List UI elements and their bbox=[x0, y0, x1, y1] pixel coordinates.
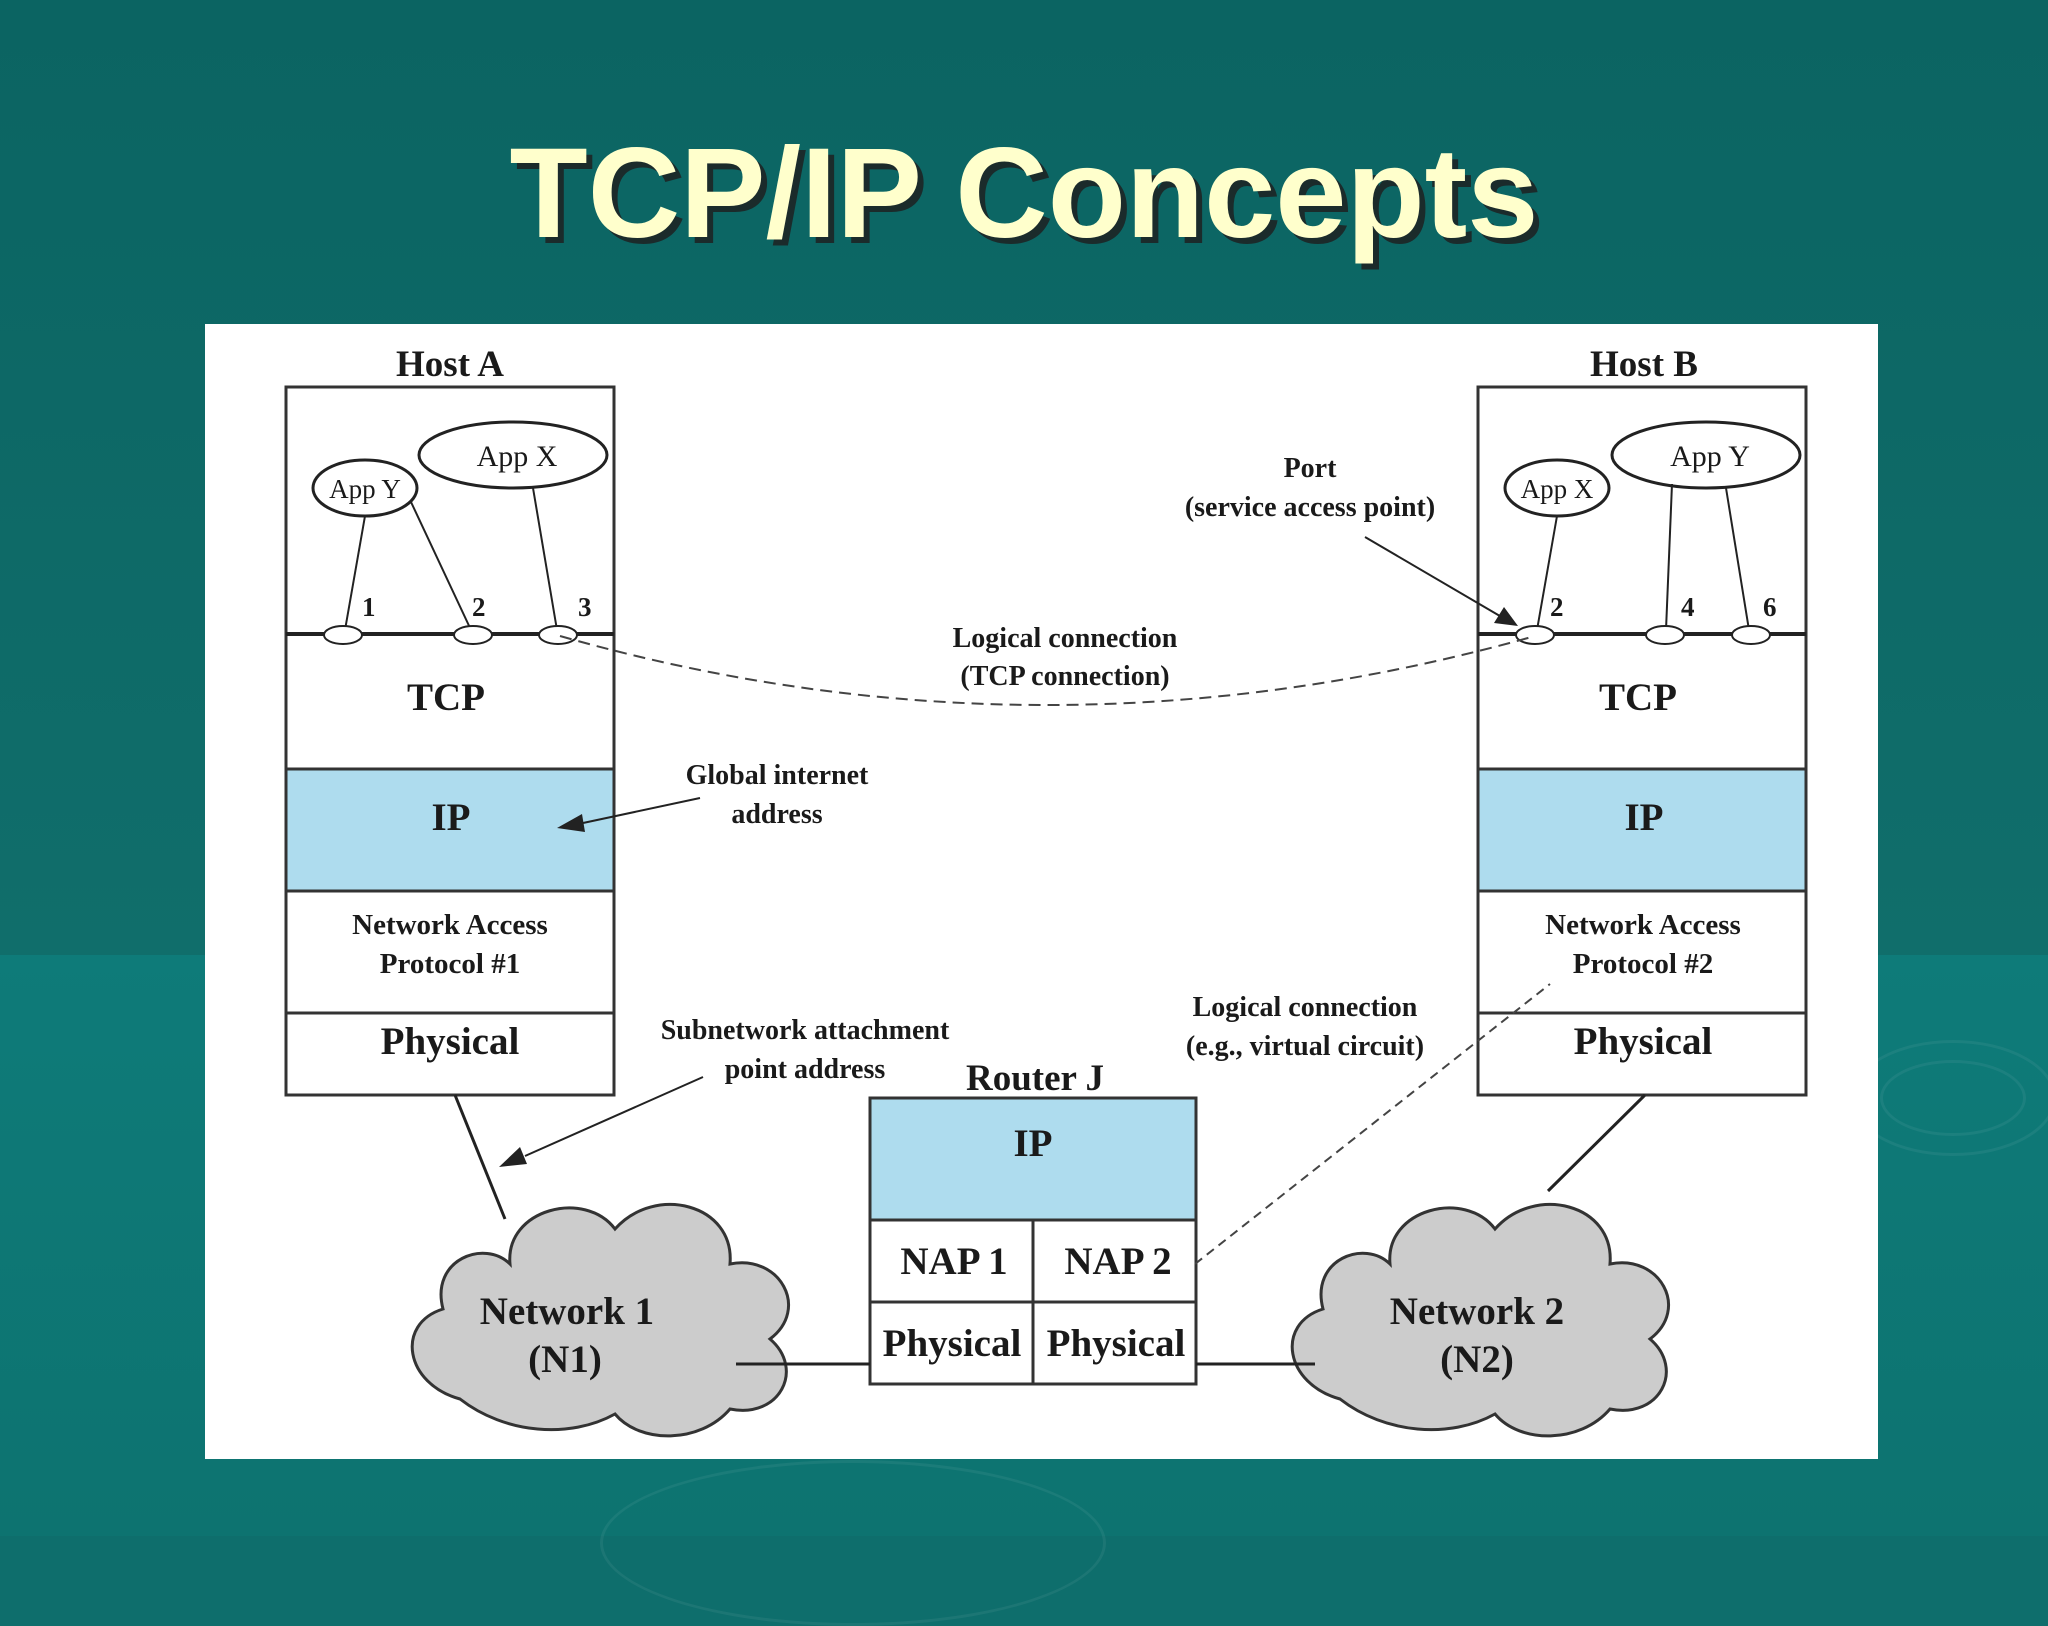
tcp-connection-annotation-line2: (TCP connection) bbox=[960, 661, 1169, 692]
virtual-circuit-annotation-line2: (e.g., virtual circuit) bbox=[1186, 1031, 1424, 1062]
virtual-circuit-dashed-line bbox=[1194, 983, 1551, 1265]
subnet-arrow-line bbox=[524, 1076, 704, 1157]
slide-title: TCP/IP Concepts bbox=[509, 122, 1539, 265]
host-b-ip-layer bbox=[1476, 767, 1808, 893]
host-a-app-y-link-1 bbox=[344, 515, 366, 631]
global-address-arrow-line bbox=[582, 797, 701, 824]
router-nap2-cell bbox=[1031, 1218, 1198, 1304]
network-2-cloud: Network 2 (N2) bbox=[1290, 1203, 1670, 1438]
host-a-app-y-link-2 bbox=[410, 501, 472, 631]
host-a-port-3 bbox=[538, 625, 578, 645]
host-a-port-3-label: 3 bbox=[578, 592, 592, 622]
network-2-line1: Network 2 bbox=[1390, 1290, 1564, 1333]
router-ip-layer bbox=[868, 1096, 1198, 1222]
subnet-arrow-head bbox=[499, 1147, 527, 1167]
host-a-app-x-oval bbox=[417, 420, 609, 490]
host-b-physical-layer bbox=[1476, 1011, 1808, 1097]
host-b-port-2-label: 2 bbox=[1550, 592, 1564, 622]
host-a-app-y-label: App Y bbox=[329, 474, 401, 504]
network-2-line2: (N2) bbox=[1440, 1338, 1514, 1381]
host-a-ip-label: IP bbox=[432, 796, 471, 839]
router-ip-label: IP bbox=[1014, 1122, 1053, 1165]
host-b-port-6 bbox=[1731, 625, 1771, 645]
global-address-arrow-head bbox=[557, 814, 585, 832]
port-arrow-head bbox=[1494, 607, 1518, 626]
router-physical1-cell bbox=[868, 1300, 1035, 1386]
router-nap1-cell bbox=[868, 1218, 1035, 1304]
host-b-port-2 bbox=[1515, 625, 1555, 645]
host-b-port-4 bbox=[1645, 625, 1685, 645]
host-b-app-y-oval bbox=[1610, 420, 1802, 490]
host-a-nap-line1: Network Access bbox=[352, 909, 548, 941]
subnet-annotation-line2: point address bbox=[725, 1054, 886, 1085]
router-j: Router J IP NAP 1 NAP 2 Physical Physica… bbox=[868, 1058, 1198, 1386]
global-address-annotation-line1: Global internet bbox=[686, 760, 869, 791]
host-a-ip-layer bbox=[284, 767, 616, 893]
network-1-cloud: Network 1 (N1) bbox=[410, 1203, 790, 1438]
host-a-port-1 bbox=[323, 625, 363, 645]
router-physical1-label: Physical bbox=[883, 1322, 1022, 1365]
router-physical2-cell bbox=[1031, 1300, 1198, 1386]
virtual-circuit-annotation-line1: Logical connection bbox=[1193, 992, 1418, 1023]
diagram-panel: Host A App Y App X 1 2 3 TCP IP Network … bbox=[205, 324, 1878, 1459]
host-a-physical-layer bbox=[284, 1011, 616, 1097]
host-a-port-1-label: 1 bbox=[362, 592, 376, 622]
host-b-app-x-link bbox=[1536, 515, 1558, 631]
background-ripple bbox=[1850, 1040, 2048, 1156]
host-a-to-network-1-link bbox=[453, 1094, 507, 1220]
tcpip-diagram: Host A App Y App X 1 2 3 TCP IP Network … bbox=[284, 344, 1808, 1438]
host-b-ip-label: IP bbox=[1625, 796, 1664, 839]
network-1-line1: Network 1 bbox=[480, 1290, 654, 1333]
host-b-port-4-label: 4 bbox=[1681, 592, 1695, 622]
subnet-annotation-line1: Subnetwork attachment bbox=[661, 1015, 950, 1046]
host-a-tcp-label: TCP bbox=[407, 676, 485, 719]
network-2-shape bbox=[1290, 1203, 1670, 1438]
router-nap2-label: NAP 2 bbox=[1064, 1240, 1171, 1283]
network-1-shape bbox=[410, 1203, 790, 1438]
router-label: Router J bbox=[966, 1058, 1104, 1099]
global-address-annotation-line2: address bbox=[731, 799, 822, 830]
port-annotation-line1: Port bbox=[1284, 453, 1338, 484]
router-physical2-label: Physical bbox=[1047, 1322, 1186, 1365]
host-a: Host A App Y App X 1 2 3 TCP IP Network … bbox=[284, 344, 616, 1097]
host-a-port-2-label: 2 bbox=[472, 592, 486, 622]
port-annotation-line2: (service access point) bbox=[1185, 492, 1435, 523]
host-b-port-6-label: 6 bbox=[1763, 592, 1777, 622]
host-b-nap-line1: Network Access bbox=[1545, 909, 1741, 941]
host-a-port-2 bbox=[453, 625, 493, 645]
background-ripple bbox=[600, 1460, 1106, 1626]
host-b-label: Host B bbox=[1590, 344, 1698, 385]
host-b-network-access-layer bbox=[1476, 889, 1808, 1015]
host-a-physical-label: Physical bbox=[381, 1020, 520, 1063]
host-b-app-y-label: App Y bbox=[1670, 440, 1750, 473]
host-b-app-y-link-2 bbox=[1725, 487, 1750, 631]
host-b-app-y-link-1 bbox=[1665, 483, 1673, 631]
host-a-app-x-label: App X bbox=[477, 440, 558, 473]
host-b-app-x-label: App X bbox=[1521, 474, 1594, 504]
tcp-connection-dashed-line bbox=[559, 635, 1536, 706]
router-nap1-label: NAP 1 bbox=[900, 1240, 1007, 1283]
host-b-nap-line2: Protocol #2 bbox=[1573, 948, 1713, 980]
host-a-nap-line2: Protocol #1 bbox=[380, 948, 520, 980]
port-arrow-line bbox=[1364, 536, 1506, 620]
host-b-to-network-2-link bbox=[1546, 1093, 1647, 1193]
network-1-line2: (N1) bbox=[528, 1338, 602, 1381]
host-b-physical-label: Physical bbox=[1574, 1020, 1713, 1063]
host-a-app-x-link bbox=[532, 487, 558, 631]
host-b-tcp-label: TCP bbox=[1599, 676, 1677, 719]
host-a-label: Host A bbox=[396, 344, 504, 385]
host-b: Host B App X App Y 2 4 6 TCP IP Network … bbox=[1476, 344, 1808, 1097]
tcp-connection-annotation-line1: Logical connection bbox=[953, 623, 1178, 654]
